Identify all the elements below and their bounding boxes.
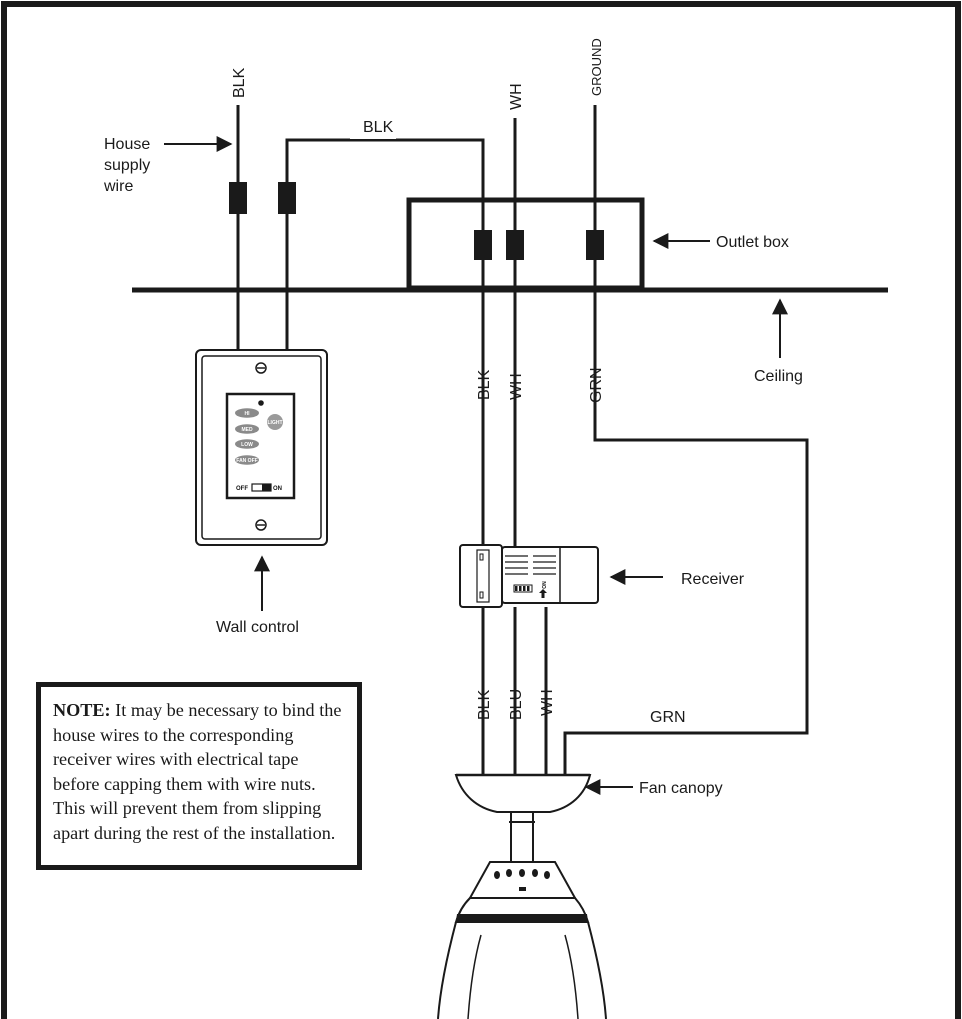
up-arrow-icon (539, 589, 547, 598)
pointer-arrows (164, 136, 788, 795)
note-heading: NOTE: (53, 700, 111, 720)
svg-text:OFF: OFF (236, 486, 248, 492)
motor-collar (468, 861, 577, 899)
screw-icon (255, 362, 267, 374)
blk-low-label: BLK (476, 689, 493, 720)
svg-text:ON: ON (273, 486, 282, 492)
note-box: NOTE: It may be necessary to bind the ho… (36, 682, 362, 870)
hi-button (235, 408, 259, 418)
wire-nut (278, 182, 296, 214)
fan-off-button (235, 455, 259, 465)
wh-top-label: WH (508, 83, 525, 110)
indicator-led (258, 400, 264, 406)
house-supply-line-1: House (104, 136, 150, 153)
svg-text:LIGHT: LIGHT (268, 420, 283, 426)
downrod (510, 811, 534, 863)
light-button (267, 414, 283, 430)
screw-icon (255, 519, 267, 531)
receiver: ON (459, 544, 599, 608)
blk-mid-label: BLK (476, 369, 493, 400)
fan-canopy-label: Fan canopy (639, 780, 723, 797)
wall-control-label: Wall control (216, 619, 299, 636)
outlet-box-label: Outlet box (716, 234, 789, 251)
callout-labels: BLK House supply wire Outlet box Ceiling… (103, 119, 803, 797)
wh-mid-label: WH (508, 373, 525, 400)
med-button (235, 424, 259, 434)
ground-top-label: GROUND (589, 38, 604, 96)
wire-nut (474, 230, 492, 260)
wire-labels: BLK WH GROUND BLK WH GRN BLK BLU WH (231, 38, 605, 720)
wire-nut (586, 230, 604, 260)
fan-canopy (454, 774, 592, 813)
svg-text:LOW: LOW (241, 442, 253, 448)
svg-text:MED: MED (241, 427, 253, 433)
ceiling-label: Ceiling (754, 368, 803, 385)
grn-mid-label: GRN (588, 367, 605, 403)
wh-low-label: WH (539, 689, 556, 716)
house-supply-line-2: supply (104, 157, 150, 174)
wire-nut (229, 182, 247, 214)
blu-low-label: BLU (508, 689, 525, 720)
fan-housing (437, 921, 607, 1019)
dip-switch (513, 584, 533, 593)
house-supply-line-3: wire (103, 178, 133, 195)
blk-top-label: BLK (231, 67, 248, 98)
svg-text:HI: HI (245, 411, 251, 417)
wall-control: HI MED LOW FAN OFF LIGHT OFF ON (195, 349, 328, 546)
house-wires (236, 105, 809, 775)
receiver-label: Receiver (681, 571, 745, 588)
wire-nut (506, 230, 524, 260)
wire-nuts (229, 182, 604, 260)
svg-text:FAN OFF: FAN OFF (236, 458, 257, 464)
svg-text:ON: ON (542, 581, 548, 589)
low-button (235, 439, 259, 449)
note-body: It may be necessary to bind the house wi… (53, 700, 342, 843)
outlet-box (406, 197, 645, 291)
blk-loop-label: BLK (363, 119, 394, 136)
grn-low-label: GRN (650, 709, 686, 726)
fan (437, 773, 607, 1019)
